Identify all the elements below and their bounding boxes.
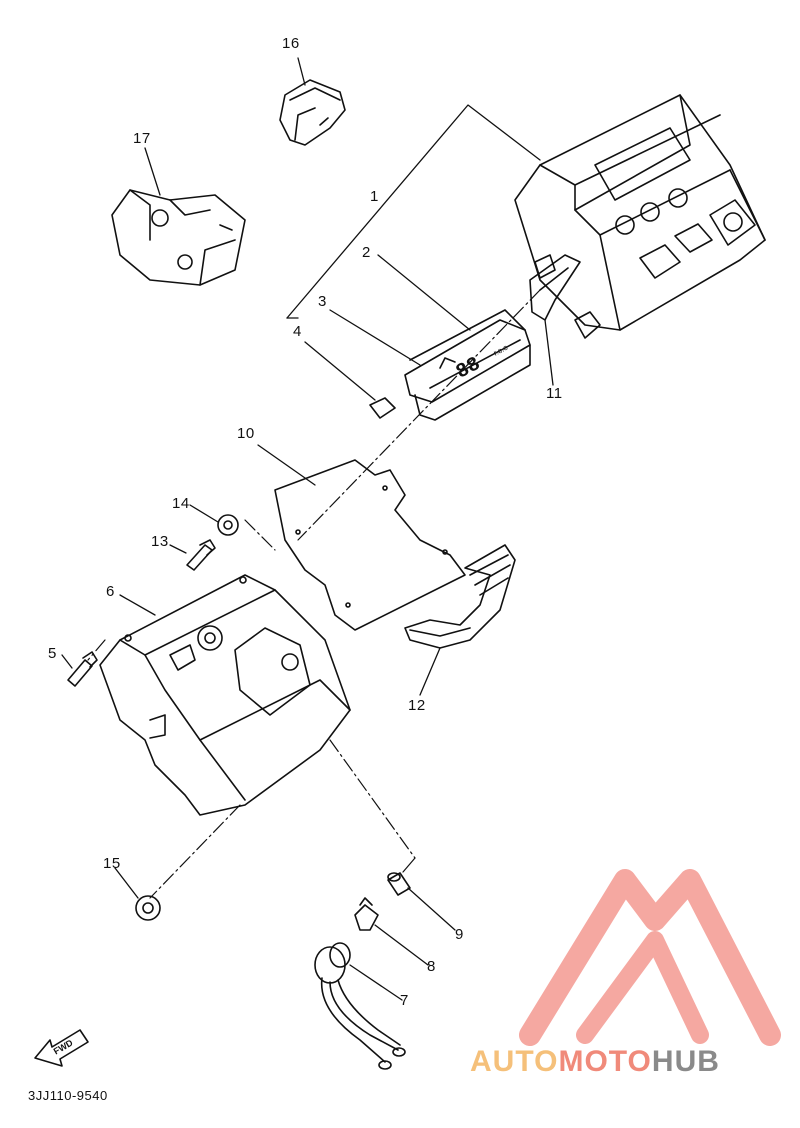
part-13-screw bbox=[186, 539, 216, 571]
part-15-nut bbox=[135, 895, 161, 921]
leader-lines bbox=[61, 57, 554, 1001]
lcd-unit: r.c.c bbox=[492, 343, 509, 358]
part-label-9: 9 bbox=[455, 926, 464, 943]
part-label-13: 13 bbox=[151, 533, 169, 550]
part-16-cap bbox=[279, 79, 346, 146]
part-label-3: 3 bbox=[318, 293, 327, 310]
assembly-1-bracket-lines bbox=[286, 104, 541, 319]
part-label-1: 1 bbox=[370, 188, 379, 205]
part-label-14: 14 bbox=[172, 495, 190, 512]
part-label-2: 2 bbox=[362, 244, 371, 261]
watermark-moto: MOTO bbox=[558, 1045, 652, 1078]
part-8-bulb bbox=[354, 897, 379, 931]
part-6-case bbox=[99, 574, 351, 816]
alignment-line-9 bbox=[402, 857, 416, 873]
part-label-11: 11 bbox=[546, 385, 563, 402]
part-label-5: 5 bbox=[48, 645, 57, 662]
part-10-circuit-board bbox=[274, 459, 466, 631]
watermark-text: AUTOMOTOHUB bbox=[470, 1045, 720, 1079]
part-9-sleeve bbox=[387, 872, 411, 896]
part-label-10: 10 bbox=[237, 425, 255, 442]
drawing-code: 3JJ110-9540 bbox=[28, 1088, 108, 1103]
watermark-auto: AUTO bbox=[470, 1045, 559, 1078]
part-5-screw bbox=[67, 651, 98, 687]
part-11-connector bbox=[529, 254, 581, 321]
part-label-12: 12 bbox=[408, 697, 426, 714]
svg-text:FWD: FWD bbox=[52, 1037, 75, 1056]
part-label-15: 15 bbox=[103, 855, 121, 872]
part-12-ribbon-cable bbox=[404, 544, 516, 649]
part-label-8: 8 bbox=[427, 958, 436, 975]
part-label-17: 17 bbox=[133, 130, 151, 147]
part-label-16: 16 bbox=[282, 35, 300, 52]
part-label-6: 6 bbox=[106, 583, 115, 600]
part-label-4: 4 bbox=[293, 323, 302, 340]
forward-arrow-icon: FWD bbox=[34, 1029, 89, 1067]
part-7-socket bbox=[314, 942, 406, 1070]
meter-assembly-body bbox=[514, 94, 766, 339]
part-17-bracket bbox=[111, 189, 246, 286]
part-14-nut bbox=[217, 514, 239, 536]
watermark-hub: HUB bbox=[651, 1045, 720, 1078]
alignment-lines bbox=[87, 289, 541, 899]
lcd-module bbox=[369, 309, 531, 421]
part-label-7: 7 bbox=[400, 992, 409, 1009]
lcd-digits: 88 bbox=[453, 353, 485, 385]
watermark-logo bbox=[519, 869, 781, 1046]
